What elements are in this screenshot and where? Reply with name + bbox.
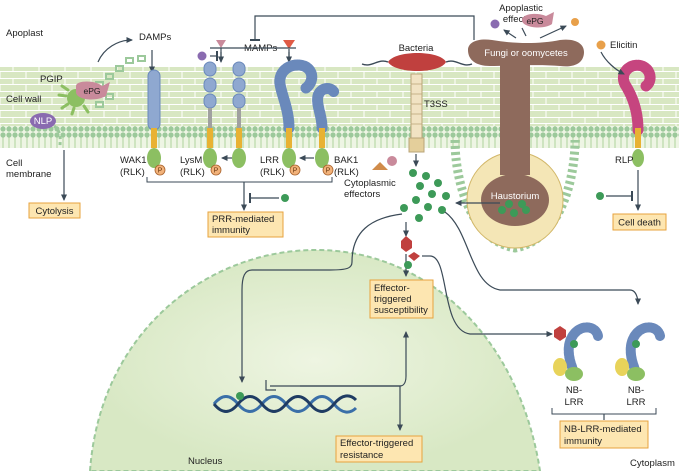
rlp-label: RLP bbox=[615, 155, 633, 166]
svg-text:immunity: immunity bbox=[564, 436, 602, 447]
svg-text:Cytolysis: Cytolysis bbox=[35, 206, 73, 217]
cytolysis-box: Cytolysis bbox=[28, 202, 81, 219]
lrr-type: (RLK) bbox=[260, 167, 285, 178]
bak1-label: BAK1 bbox=[334, 155, 358, 166]
damps-label: DAMPs bbox=[139, 32, 171, 43]
svg-text:Effector-triggered: Effector-triggered bbox=[340, 438, 413, 449]
cell-membrane-label-2: membrane bbox=[6, 169, 51, 180]
mamp-circle bbox=[197, 51, 207, 61]
haustorium-label: Haustorium bbox=[491, 191, 540, 202]
rlp-effector-dot bbox=[596, 192, 604, 200]
svg-text:NB-LRR-mediated: NB-LRR-mediated bbox=[564, 424, 642, 435]
cytoplasm-label: Cytoplasm bbox=[630, 458, 675, 469]
wak1-receptor: P bbox=[147, 69, 166, 176]
nucleus bbox=[88, 248, 542, 471]
svg-text:susceptibility: susceptibility bbox=[374, 305, 428, 316]
cell-death-box: Cell death bbox=[612, 213, 667, 231]
svg-text:Cell death: Cell death bbox=[618, 218, 661, 229]
mamp-triangle-2 bbox=[283, 40, 295, 49]
nb-lrr-1-label-2: LRR bbox=[564, 397, 583, 408]
lysm-label: LysM bbox=[180, 155, 202, 166]
nb-lrr-immunity-box: NB-LRR-mediated immunity bbox=[559, 420, 649, 449]
pgip-label: PGIP bbox=[40, 74, 63, 85]
t3ss-label: T3SS bbox=[424, 99, 448, 110]
epg-wall-label: ePG bbox=[83, 86, 100, 96]
cytoplasmic-effectors bbox=[400, 169, 450, 222]
svg-text:P: P bbox=[293, 168, 298, 175]
apoplastic-effectors-label-1: Apoplastic bbox=[499, 3, 543, 14]
effector-triangle bbox=[372, 162, 388, 170]
fungi-label: Fungi or oomycetes bbox=[484, 48, 568, 59]
nucleus-label: Nucleus bbox=[188, 456, 223, 467]
apoplastic-effector-orange bbox=[571, 18, 579, 26]
wak1-type: (RLK) bbox=[120, 167, 145, 178]
nb-lrr-2-label-1: NB- bbox=[628, 385, 644, 396]
lysm-receptor: P bbox=[203, 61, 246, 176]
epg-fungi-label: ePG bbox=[526, 16, 543, 26]
nb-lrr-1-label-1: NB- bbox=[566, 385, 582, 396]
cell-membrane-bilayer bbox=[0, 126, 679, 148]
svg-text:resistance: resistance bbox=[340, 450, 383, 461]
epg-wall-shape bbox=[76, 81, 110, 100]
svg-text:triggered: triggered bbox=[374, 294, 412, 305]
apoplastic-effector-purple bbox=[490, 19, 500, 29]
svg-text:P: P bbox=[326, 168, 331, 175]
bacteria-label: Bacteria bbox=[399, 43, 435, 54]
elicitin-dot bbox=[596, 40, 606, 50]
lrr-receptor: P bbox=[274, 59, 318, 176]
cell-membrane-label-1: Cell bbox=[6, 158, 22, 169]
mamp-triangle-1 bbox=[216, 40, 226, 48]
apoplast-label: Apoplast bbox=[6, 28, 43, 39]
nlp-shape bbox=[30, 113, 56, 129]
cytoplasmic-effectors-label-1: Cytoplasmic bbox=[344, 178, 396, 189]
effector-hexagon-1 bbox=[401, 236, 412, 252]
nb-lrr-1 bbox=[553, 322, 603, 381]
bacteria-body bbox=[388, 53, 446, 71]
apoplastic-effectors-label-2: effectors bbox=[503, 14, 540, 25]
prr-immunity-box: PRR-mediated immunity bbox=[207, 211, 284, 238]
ets-box: Effector- triggered susceptibility bbox=[369, 279, 434, 319]
svg-text:P: P bbox=[158, 168, 163, 175]
epg-fungi-shape bbox=[522, 12, 554, 28]
nlp-label: NLP bbox=[34, 116, 52, 127]
bak1-type: (RLK) bbox=[334, 167, 359, 178]
effector-pink-dot bbox=[387, 156, 397, 166]
cell-wall-label: Cell wall bbox=[6, 94, 41, 105]
lrr-label: LRR bbox=[260, 155, 279, 166]
wak1-label: WAK1 bbox=[120, 155, 147, 166]
prr-effector-dot bbox=[281, 194, 289, 202]
rlp-receptor bbox=[617, 59, 656, 167]
haustorium-structure bbox=[450, 55, 580, 253]
svg-text:Effector-: Effector- bbox=[374, 283, 410, 294]
bak1-receptor: P bbox=[312, 83, 340, 176]
etr-box: Effector-triggered resistance bbox=[335, 435, 423, 463]
fungi-oomycetes-body bbox=[468, 39, 584, 67]
elicitin-label: Elicitin bbox=[610, 40, 637, 51]
svg-text:immunity: immunity bbox=[212, 225, 250, 236]
dna-helix bbox=[212, 394, 358, 414]
svg-text:P: P bbox=[214, 168, 219, 175]
nb-lrr-2 bbox=[615, 322, 665, 381]
nb-lrr-2-label-2: LRR bbox=[626, 397, 645, 408]
svg-text:PRR-mediated: PRR-mediated bbox=[212, 214, 274, 225]
cytoplasmic-effectors-label-2: effectors bbox=[344, 189, 381, 200]
dna-effector-dot bbox=[236, 392, 244, 400]
lysm-type: (RLK) bbox=[180, 167, 205, 178]
